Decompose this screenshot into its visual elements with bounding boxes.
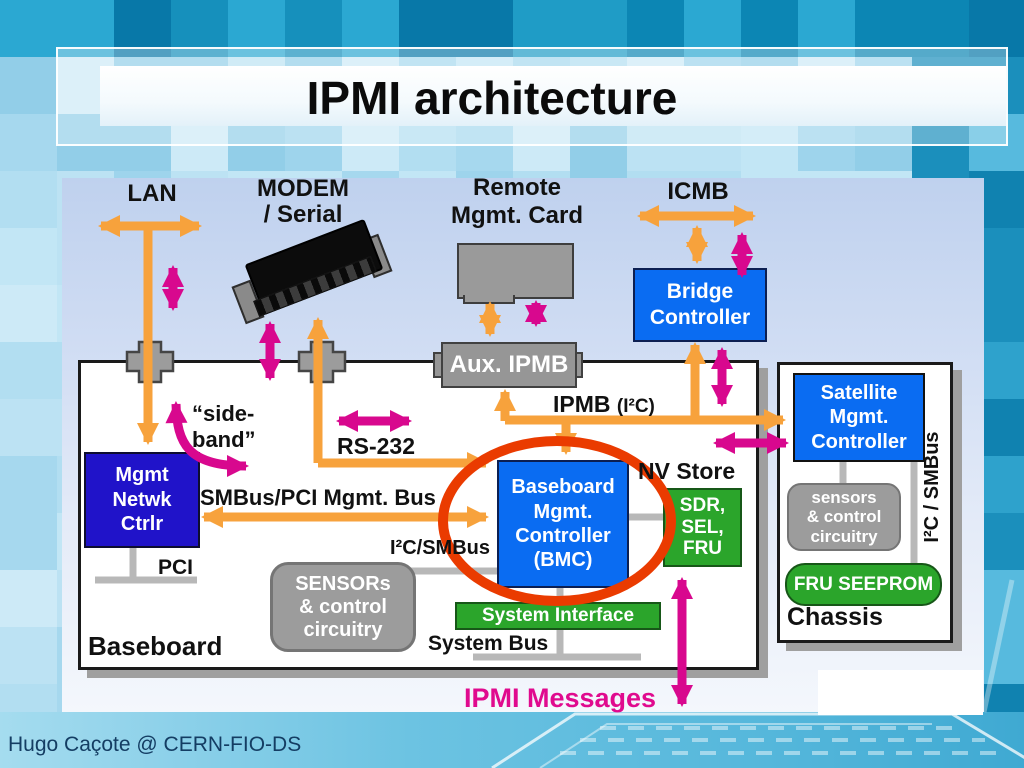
remote-mgmt-card-tab — [463, 295, 515, 304]
system-interface-box: System Interface — [455, 602, 661, 630]
background-square — [0, 342, 57, 399]
background-square — [0, 114, 57, 171]
serial-edge-connector — [297, 340, 347, 384]
background-square — [0, 513, 57, 570]
lan-label: LAN — [127, 180, 177, 207]
baseboard-label: Baseboard — [88, 631, 223, 661]
sdr-sel-fru-box: SDR, SEL, FRU — [663, 488, 742, 567]
modem-device-icon — [231, 218, 393, 330]
lan-edge-connector — [125, 340, 175, 384]
bridge-controller-box: Bridge Controller — [633, 268, 767, 342]
background-square — [0, 57, 57, 114]
background-square — [0, 570, 57, 627]
background-square — [0, 228, 57, 285]
ipmi-messages-label: IPMI Messages — [463, 683, 657, 713]
footer-credit: Hugo Caçote @ CERN-FIO-DS — [8, 733, 302, 756]
pci-label: PCI — [158, 556, 194, 579]
i2c-smbus-label: I²C/SMBus — [390, 537, 490, 559]
modem-label: MODEM / Serial — [257, 175, 349, 229]
ipmb-label: IPMB (I²C) — [553, 391, 655, 417]
page-title: IPMI architecture — [306, 72, 678, 124]
sideband-label: “side- band” — [192, 401, 256, 453]
satellite-mgmt-controller-box: Satellite Mgmt. Controller — [793, 373, 925, 462]
background-square — [0, 399, 57, 456]
nv-store-label: NV Store — [638, 458, 736, 484]
rs232-label: RS-232 — [337, 433, 415, 459]
sensors-control-circuitry-baseboard: SENSORs & control circuitry — [270, 562, 416, 652]
chassis-i2c-smbus-vertical-label: I²C / SMBus — [921, 431, 943, 543]
remote-mgmt-card-label: Remote Mgmt. Card — [451, 174, 583, 229]
system-bus-label: System Bus — [428, 632, 549, 655]
sensors-control-circuitry-chassis: sensors & control circuitry — [787, 483, 901, 551]
aux-ipmb-box: Aux. IPMB — [441, 342, 577, 388]
remote-mgmt-card-icon — [457, 243, 574, 299]
background-square — [0, 0, 57, 57]
background-square — [0, 171, 57, 228]
title-banner — [100, 66, 1006, 126]
white-patch — [818, 670, 983, 715]
smbus-pci-label: SMBus/PCI Mgmt. Bus — [200, 485, 436, 510]
background-square — [0, 627, 57, 684]
background-square — [0, 456, 57, 513]
chassis-label: Chassis — [787, 603, 883, 631]
mgmt-netwk-ctrlr-box: Mgmt Netwk Ctrlr — [84, 452, 200, 548]
bmc-box: Baseboard Mgmt. Controller (BMC) — [497, 460, 629, 588]
fru-seeprom-box: FRU SEEPROM — [785, 563, 942, 606]
icmb-label: ICMB — [667, 178, 729, 205]
background-square — [0, 285, 57, 342]
